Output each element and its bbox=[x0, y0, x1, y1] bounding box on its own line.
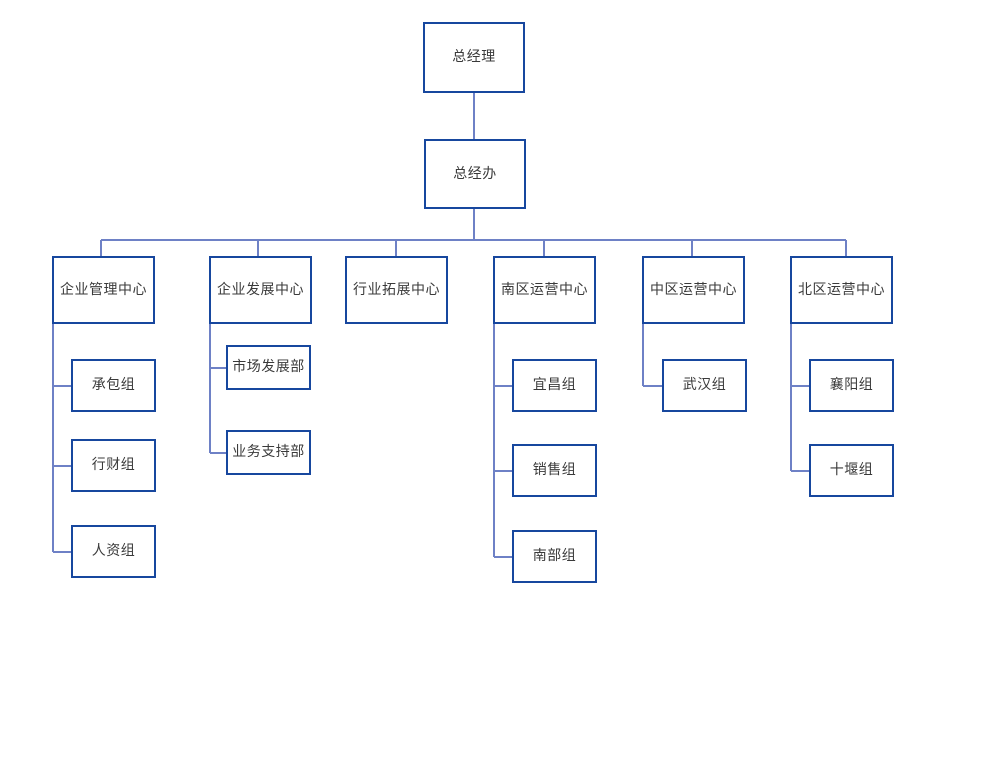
node-yichang-group[interactable]: 宜昌组 bbox=[512, 359, 597, 412]
node-industry-expansion-center[interactable]: 行业拓展中心 bbox=[345, 256, 448, 324]
node-shiyan-group[interactable]: 十堰组 bbox=[809, 444, 894, 497]
node-contracting-group[interactable]: 承包组 bbox=[71, 359, 156, 412]
node-sales-group[interactable]: 销售组 bbox=[512, 444, 597, 497]
node-central-operations-center[interactable]: 中区运营中心 bbox=[642, 256, 745, 324]
node-wuhan-group[interactable]: 武汉组 bbox=[662, 359, 747, 412]
node-general-manager[interactable]: 总经理 bbox=[423, 22, 525, 93]
node-enterprise-development-center[interactable]: 企业发展中心 bbox=[209, 256, 312, 324]
node-admin-finance-group[interactable]: 行财组 bbox=[71, 439, 156, 492]
node-south-operations-center[interactable]: 南区运营中心 bbox=[493, 256, 596, 324]
node-business-support-department[interactable]: 业务支持部 bbox=[226, 430, 311, 475]
node-north-operations-center[interactable]: 北区运营中心 bbox=[790, 256, 893, 324]
node-xiangyang-group[interactable]: 襄阳组 bbox=[809, 359, 894, 412]
node-southern-group[interactable]: 南部组 bbox=[512, 530, 597, 583]
node-enterprise-management-center[interactable]: 企业管理中心 bbox=[52, 256, 155, 324]
node-hr-group[interactable]: 人资组 bbox=[71, 525, 156, 578]
node-market-development-department[interactable]: 市场发展部 bbox=[226, 345, 311, 390]
node-general-manager-office[interactable]: 总经办 bbox=[424, 139, 526, 209]
